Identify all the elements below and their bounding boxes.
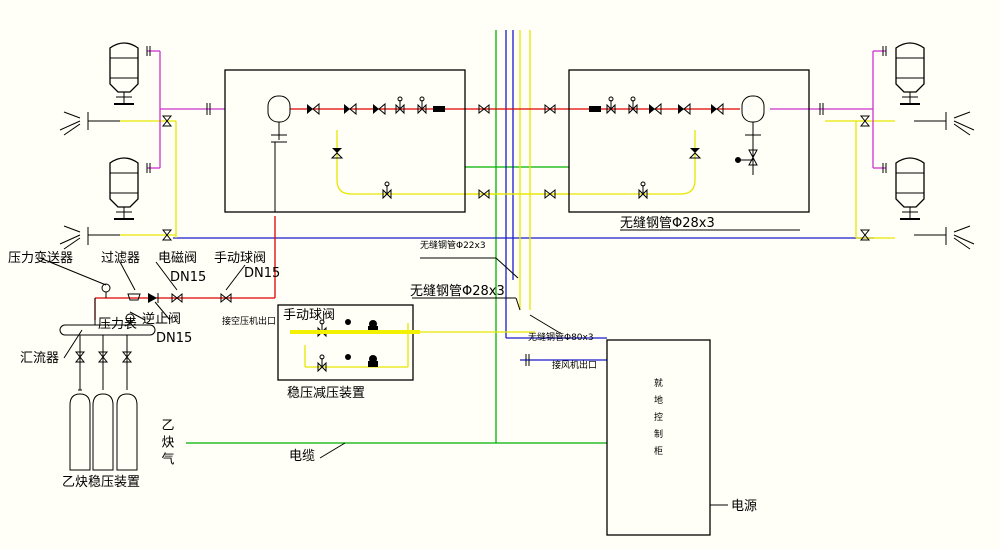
control-cabinet-box bbox=[606, 339, 711, 536]
separator-right bbox=[735, 95, 765, 175]
label-pipe-22: 无缝钢管Φ22x3 bbox=[420, 239, 486, 251]
label-check-valve: 逆止阀 bbox=[142, 311, 181, 327]
regulators bbox=[345, 319, 378, 367]
green-cable-lines bbox=[186, 30, 607, 444]
label-cable: 电缆 bbox=[289, 448, 315, 464]
label-solenoid-dn: DN15 bbox=[170, 270, 206, 285]
label-stabilizer-device: 稳压减压装置 bbox=[287, 385, 365, 401]
label-manual-ball-valve: 手动球阀 bbox=[214, 251, 266, 266]
yellow-pipe-lines bbox=[120, 30, 895, 368]
label-pressure-transmitter: 压力变送器 bbox=[8, 250, 73, 266]
label-check-dn: DN15 bbox=[156, 331, 192, 346]
stabilizer-box bbox=[277, 304, 414, 381]
tank-supports bbox=[59, 46, 975, 250]
magenta-pipe-lines bbox=[147, 50, 886, 169]
separator-left bbox=[267, 95, 291, 212]
valves bbox=[148, 96, 870, 372]
label-stabilizer-manual-valve: 手动球阀 bbox=[283, 308, 335, 323]
leader-lines bbox=[39, 229, 800, 459]
right-top-tank bbox=[895, 42, 925, 105]
label-fan-outlet: 接风机出口 bbox=[552, 359, 597, 371]
left-bottom-tank bbox=[109, 157, 139, 220]
label-pipe-28-mid: 无缝钢管Φ28x3 bbox=[410, 284, 505, 299]
blue-pipe-lines bbox=[173, 30, 874, 361]
fan-outlet-connector bbox=[525, 354, 530, 366]
label-pipe-80: 无缝钢管Φ80x3 bbox=[528, 331, 594, 343]
label-power: 电源 bbox=[731, 499, 757, 514]
label-pressure-gauge: 压力表 bbox=[98, 317, 137, 332]
left-valve-box bbox=[224, 69, 466, 213]
label-pipe-28-right: 无缝钢管Φ28x3 bbox=[620, 216, 715, 231]
acetylene-station bbox=[59, 283, 156, 471]
label-manifold: 汇流器 bbox=[20, 351, 59, 366]
label-acetylene-vertical: 乙炔气 bbox=[159, 418, 175, 469]
right-valve-box bbox=[568, 69, 810, 213]
label-air-compressor-outlet: 接空压机出口 bbox=[222, 315, 276, 327]
left-top-tank bbox=[109, 42, 139, 105]
right-bottom-tank bbox=[895, 157, 925, 220]
label-manual-ball-dn: DN15 bbox=[244, 266, 280, 281]
label-control-cabinet: 就地控制柜 bbox=[652, 377, 663, 463]
power-line bbox=[709, 497, 728, 513]
label-filter: 过滤器 bbox=[101, 251, 140, 266]
label-acetylene-device: 乙炔稳压装置 bbox=[62, 474, 140, 490]
label-solenoid-valve: 电磁阀 bbox=[158, 251, 197, 266]
